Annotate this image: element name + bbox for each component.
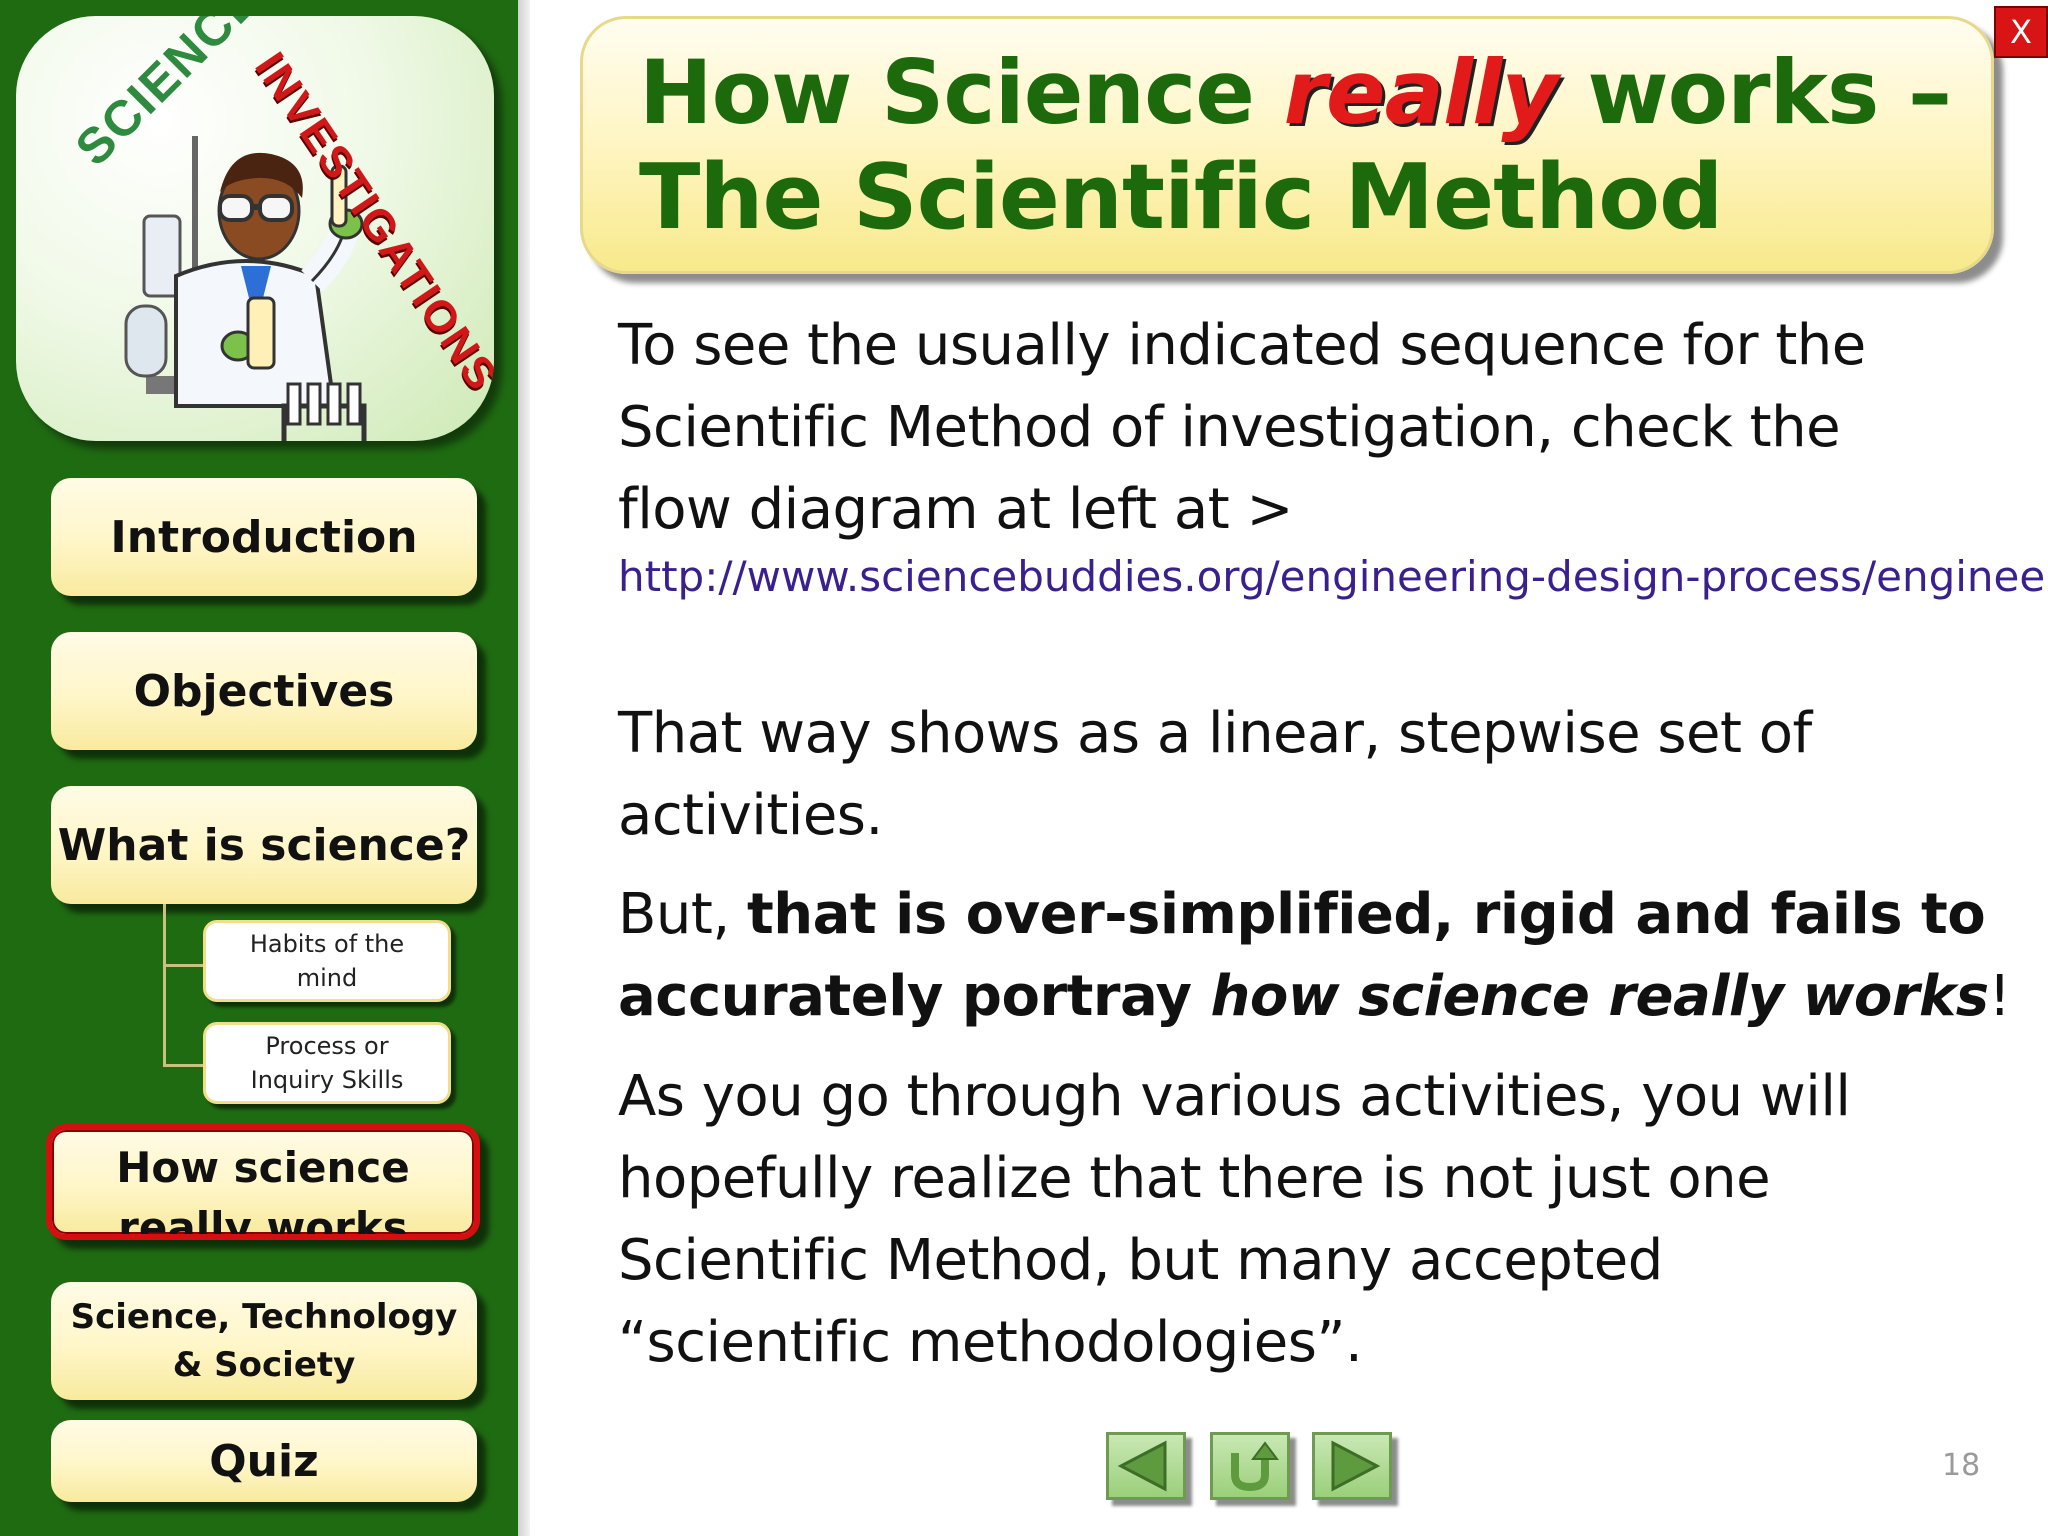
paragraph-1: To see the usually indicated sequence fo…	[618, 305, 1866, 551]
nav-sts-button[interactable]: Science, Technology & Society	[51, 1282, 477, 1400]
nav-how-science-works-button[interactable]: How science really works	[46, 1124, 480, 1240]
nav-introduction-label: Introduction	[110, 511, 418, 563]
nav-inquiry-skills-label: Process or Inquiry Skills	[250, 1032, 404, 1094]
nav-habits-of-mind-button[interactable]: Habits of the mind	[203, 920, 451, 1002]
previous-slide-button[interactable]	[1106, 1432, 1186, 1500]
nav-what-is-science-button[interactable]: What is science?	[51, 786, 477, 904]
title-part-b: works –	[1557, 41, 1952, 144]
title-line-2: The Scientific Method	[639, 145, 1723, 250]
paragraph-3-line-1: But, that is over-simplified, rigid and …	[618, 874, 2010, 956]
subitem-connector	[163, 904, 166, 1064]
nav-quiz-button[interactable]: Quiz	[51, 1420, 477, 1502]
logo-panel: SCIENCE INVESTIGATIONS	[16, 16, 494, 441]
paragraph-3-suffix: !	[1988, 964, 2011, 1029]
paragraph-1-line: flow diagram at left at >	[618, 477, 1293, 542]
scientist-illustration	[124, 136, 367, 441]
paragraph-3-line-2: accurately portray how science really wo…	[618, 956, 2011, 1038]
nav-introduction-button[interactable]: Introduction	[51, 478, 477, 596]
prev-arrow-icon	[1117, 1440, 1167, 1492]
nav-quiz-label: Quiz	[209, 1435, 319, 1487]
nav-how-science-works-label: How science really works	[116, 1143, 410, 1240]
nav-habits-of-mind-label: Habits of the mind	[249, 930, 405, 992]
next-slide-button[interactable]	[1312, 1432, 1392, 1500]
paragraph-4-line: As you go through various activities, yo…	[618, 1064, 1851, 1129]
nav-inquiry-skills-button[interactable]: Process or Inquiry Skills	[203, 1022, 451, 1104]
title-part-a: How Science	[639, 41, 1284, 144]
nav-sts-label: Science, Technology & Society	[70, 1297, 458, 1385]
return-button[interactable]	[1210, 1432, 1290, 1500]
nav-objectives-label: Objectives	[133, 665, 395, 717]
sidebar-divider	[518, 0, 530, 1536]
subitem-connector	[163, 964, 205, 967]
paragraph-1-line: To see the usually indicated sequence fo…	[618, 313, 1866, 378]
slide-number: 18	[1942, 1448, 1981, 1483]
paragraph-1-line: Scientific Method of investigation, chec…	[618, 395, 1841, 460]
paragraph-3-bold-italic: how science really works	[1210, 964, 1990, 1029]
paragraph-3-bold: that is over-simplified, rigid and fails…	[746, 882, 1986, 947]
subitem-connector	[163, 1064, 205, 1067]
title-banner: How Science really works – The Scientifi…	[580, 16, 1994, 274]
paragraph-4-line: hopefully realize that there is not just…	[618, 1146, 1771, 1211]
return-icon	[1231, 1441, 1279, 1492]
paragraph-4-line: Scientific Method, but many accepted	[618, 1228, 1663, 1293]
nav-what-is-science-label: What is science?	[57, 819, 471, 871]
title-line-1: How Science really works –	[639, 41, 1952, 144]
paragraph-2-line: activities.	[618, 783, 883, 848]
paragraph-2-line: That way shows as a linear, stepwise set…	[618, 701, 1812, 766]
paragraph-3-prefix: But,	[618, 882, 747, 947]
nav-objectives-button[interactable]: Objectives	[51, 632, 477, 750]
title-emphasis: really	[1283, 41, 1559, 144]
next-arrow-icon	[1331, 1440, 1381, 1492]
paragraph-3-bold-2: accurately portray	[618, 964, 1211, 1029]
paragraph-3: But, that is over-simplified, rigid and …	[618, 874, 2011, 1038]
sciencebuddies-link[interactable]: http://www.sciencebuddies.org/engineerin…	[618, 552, 2046, 601]
paragraph-2: That way shows as a linear, stepwise set…	[618, 693, 1812, 857]
close-button[interactable]: X	[1994, 6, 2048, 58]
paragraph-4: As you go through various activities, yo…	[618, 1056, 1851, 1384]
paragraph-4-line: “scientific methodologies”.	[618, 1310, 1363, 1375]
